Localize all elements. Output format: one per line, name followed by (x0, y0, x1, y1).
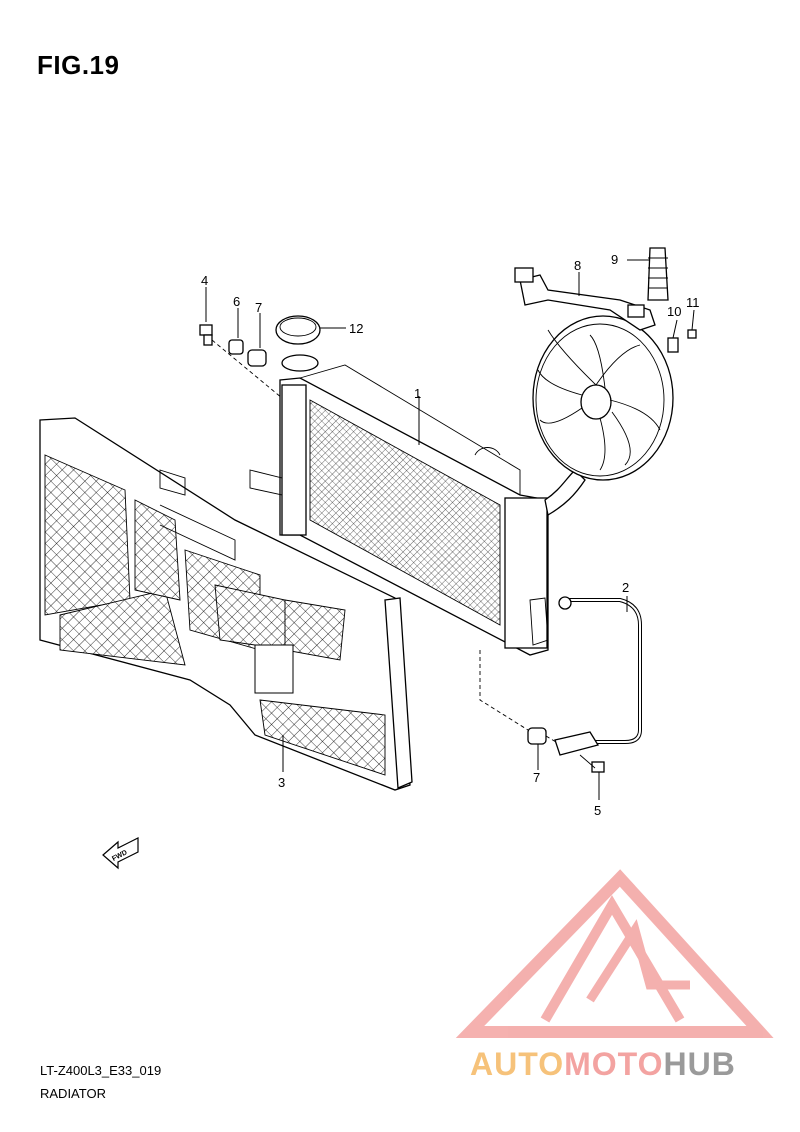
callout-10: 10 (667, 304, 681, 319)
fwd-arrow-icon: FWD (102, 837, 139, 870)
assembly-leaders (211, 339, 557, 743)
watermark-text-auto: AUTO (470, 1046, 565, 1082)
callout-6: 6 (233, 294, 240, 309)
figure-title: FIG.19 (37, 50, 120, 80)
watermark-text-hub: HUB (663, 1046, 736, 1082)
callout-3: 3 (278, 775, 285, 790)
callout-12: 12 (349, 321, 363, 336)
cooling-fan-part (514, 267, 674, 481)
clamp-part (667, 337, 679, 353)
collar-part (228, 339, 244, 355)
callout-8: 8 (574, 258, 581, 273)
callout-labels: 1 2 3 4 5 6 7 7 8 9 10 11 12 (201, 252, 700, 818)
boot-part (647, 247, 669, 301)
bolt-lower-part (579, 754, 605, 773)
grommet-upper-part (247, 349, 267, 367)
radiator-stay-part (554, 596, 642, 756)
callout-leaders (205, 259, 695, 800)
callout-11: 11 (686, 295, 700, 310)
diagram-caption: RADIATOR (40, 1086, 106, 1101)
radiator-cap-part (275, 315, 321, 372)
bolt-upper-part (199, 324, 213, 346)
screw-part (687, 329, 697, 339)
grommet-lower-part (527, 727, 547, 745)
callout-7-lower: 7 (533, 770, 540, 785)
radiator-shroud-part (39, 417, 413, 791)
callout-5: 5 (594, 803, 601, 818)
radiator-core-part (249, 364, 586, 656)
callout-2: 2 (622, 580, 629, 595)
watermark-brand: AUTOMOTOHUB (470, 1046, 736, 1083)
watermark-logo-icon (455, 869, 774, 1038)
callout-1: 1 (414, 386, 421, 401)
watermark-text-moto: MOTO (564, 1046, 664, 1082)
diagram-code: LT-Z400L3_E33_019 (40, 1063, 162, 1078)
callout-4: 4 (201, 273, 208, 288)
callout-7-upper: 7 (255, 300, 262, 315)
callout-9: 9 (611, 252, 618, 267)
